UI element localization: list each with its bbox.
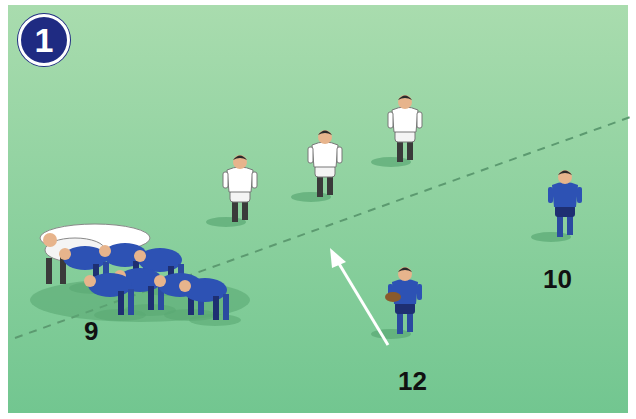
- step-badge: 1: [18, 14, 70, 66]
- step-number: 1: [35, 23, 54, 57]
- player-number: 12: [398, 368, 427, 394]
- player-number: 10: [543, 266, 572, 292]
- player-number: 9: [84, 318, 98, 344]
